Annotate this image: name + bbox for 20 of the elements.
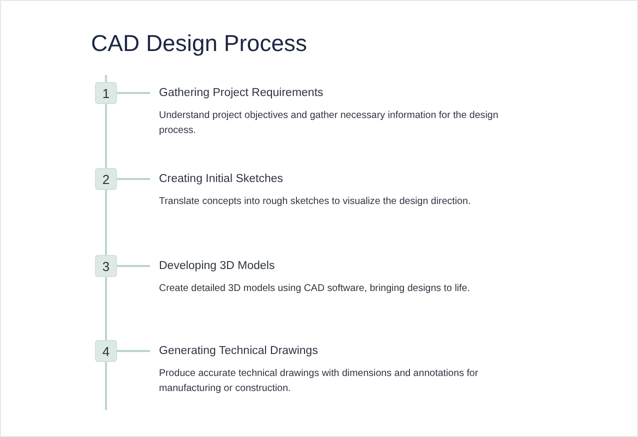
step-number-badge: 4 [95, 340, 117, 362]
step-heading: Gathering Project Requirements [159, 86, 324, 101]
connector-line [117, 350, 150, 352]
step-description: Create detailed 3D models using CAD software, bringing designs to life. [159, 282, 471, 296]
connector-line [105, 190, 107, 255]
step-description: Understand project objectives and gather necessary information for the design process. [159, 109, 500, 138]
step-heading: Creating Initial Sketches [159, 172, 284, 187]
step-number-badge: 2 [95, 168, 117, 190]
connector-line [117, 178, 150, 180]
step-description: Translate concepts into rough sketches to visualize the design direction. [159, 195, 472, 209]
connector-line [117, 92, 150, 94]
step-number-badge: 1 [95, 82, 117, 104]
step-heading: Generating Technical Drawings [159, 344, 318, 359]
page-title: CAD Design Process [91, 29, 308, 58]
connector-line [117, 265, 150, 267]
connector-line [105, 104, 107, 168]
step-number-badge: 3 [95, 255, 117, 277]
connector-line [105, 277, 107, 340]
step-heading: Developing 3D Models [159, 259, 275, 274]
step-description: Produce accurate technical drawings with dimensions and annotations for manufacturing or construction. [159, 367, 480, 396]
